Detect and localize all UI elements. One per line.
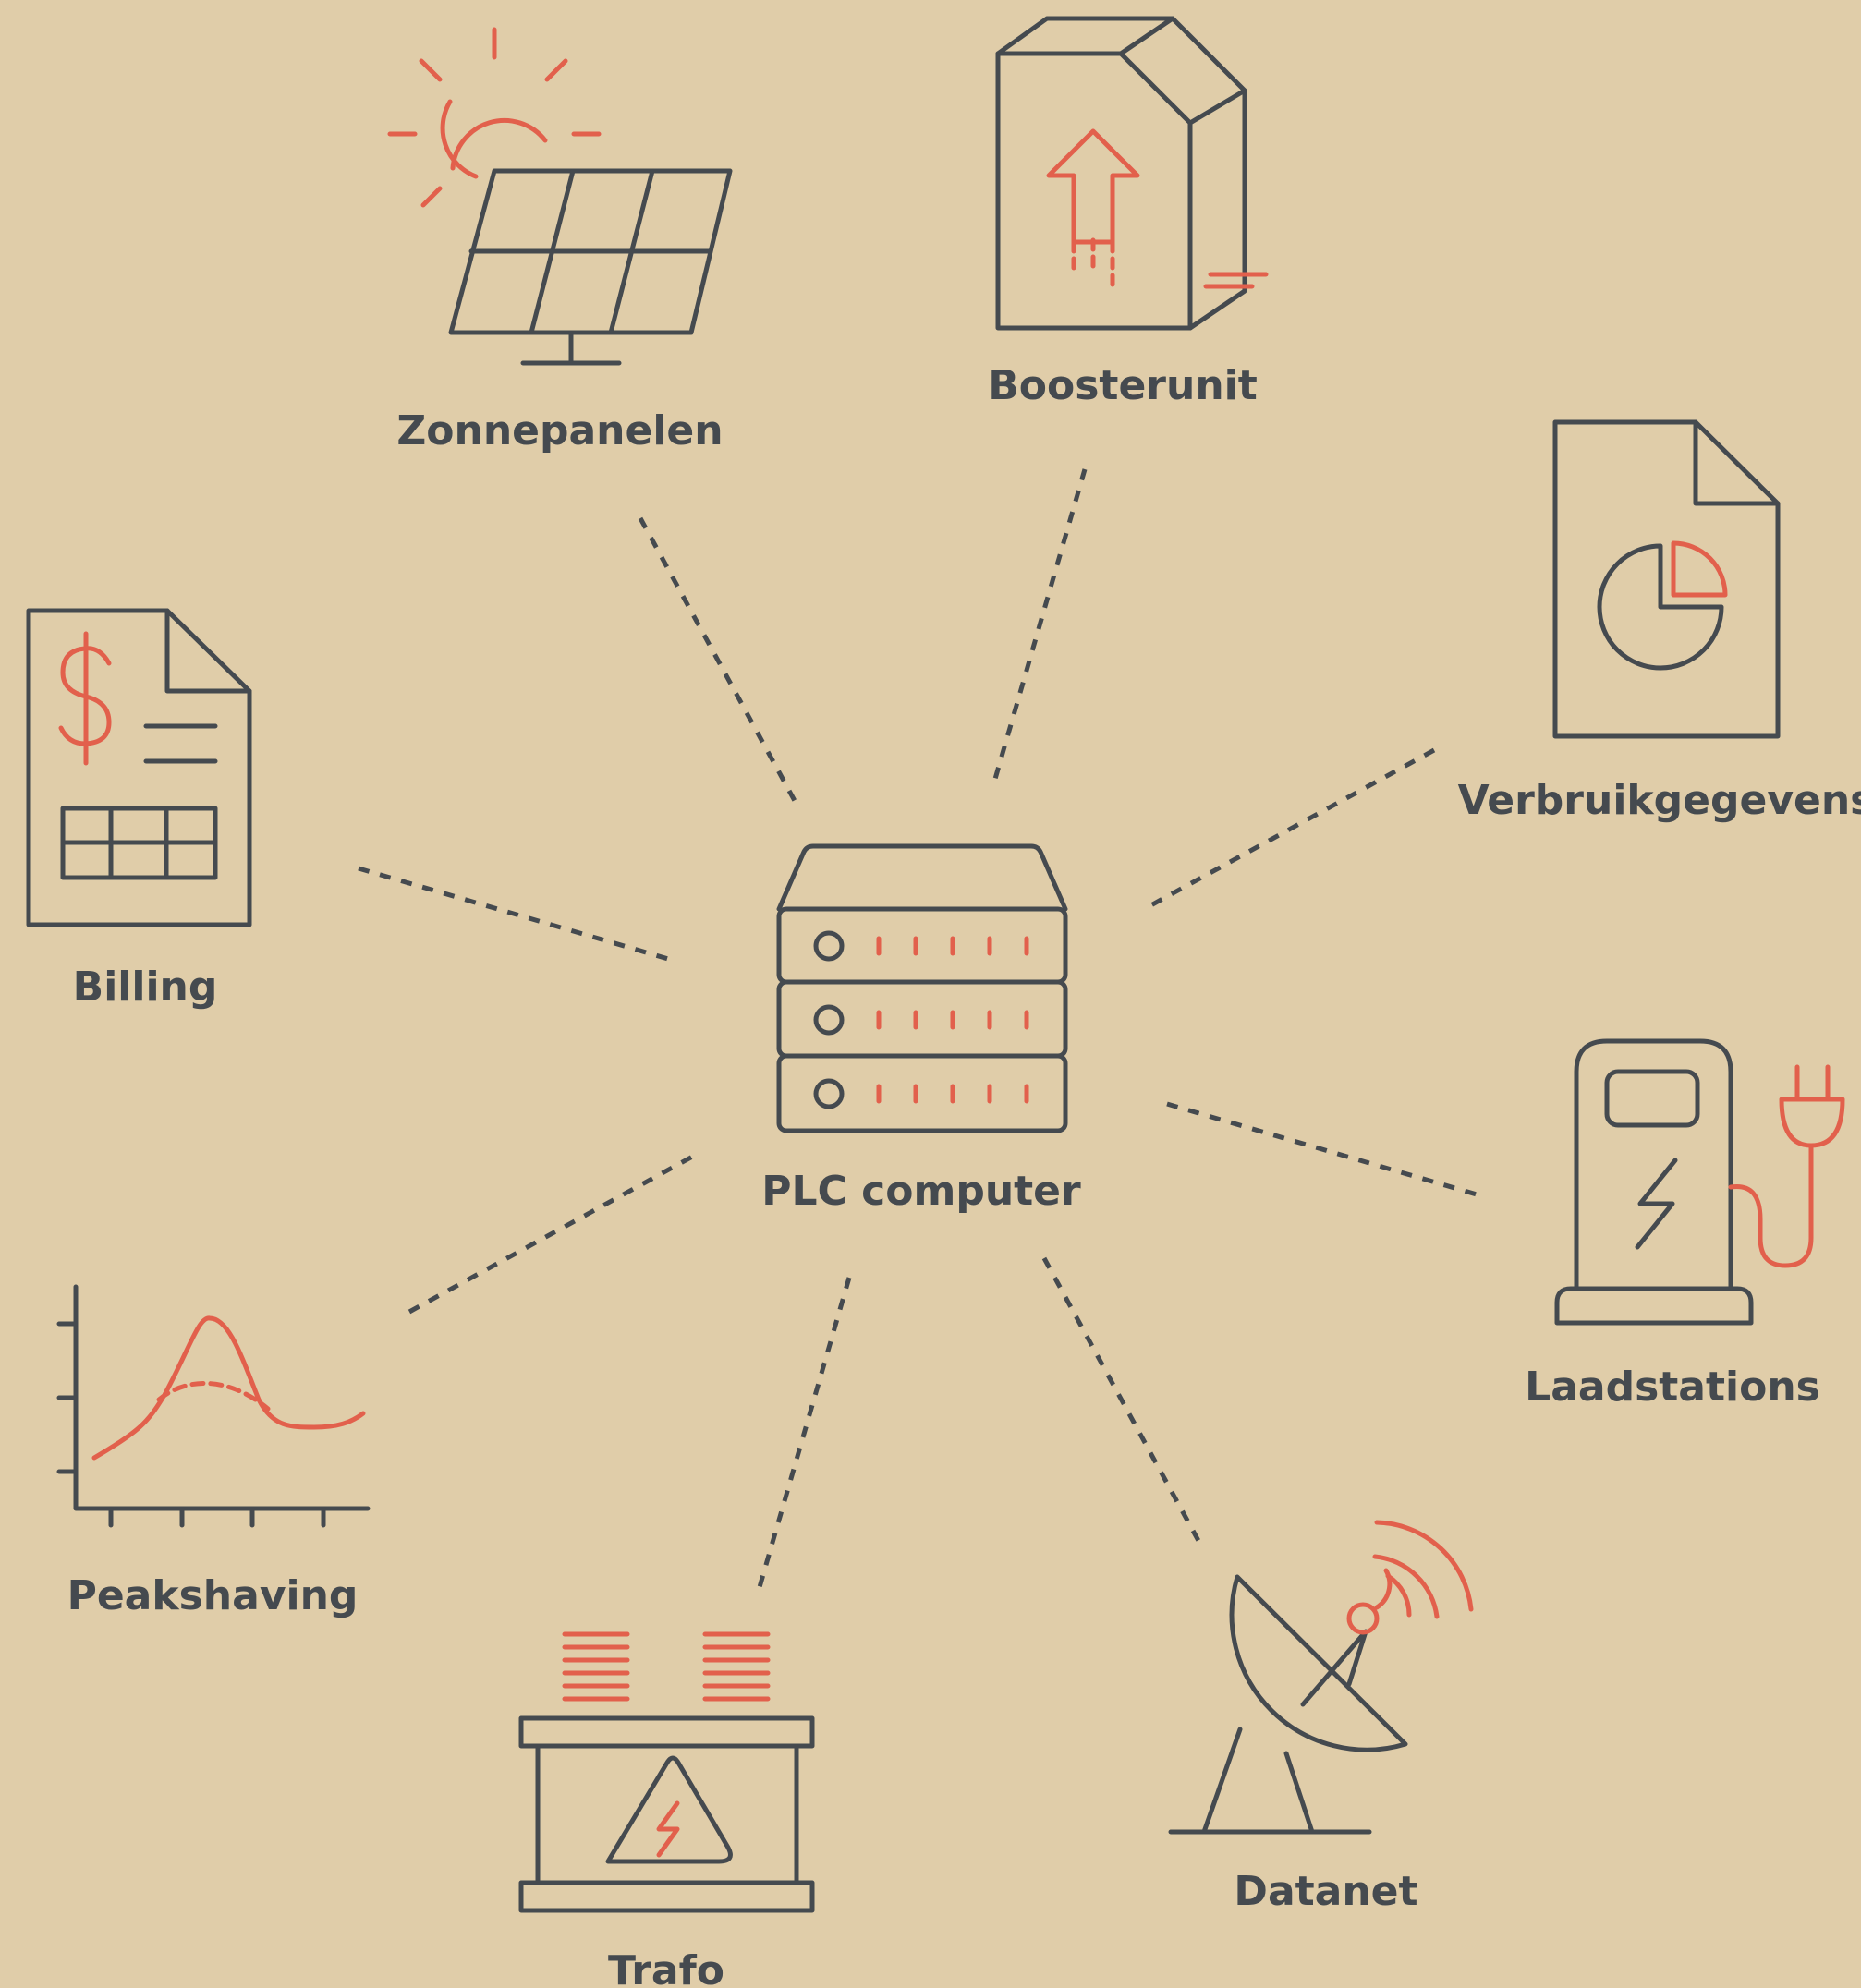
- peakshaving-label: Peakshaving: [67, 1572, 359, 1619]
- plc-computer-label: PLC computer: [761, 1168, 1081, 1215]
- trafo-node: Trafo: [518, 1631, 815, 1988]
- connectors: [358, 468, 1484, 1594]
- zonnepanelen-label: Zonnepanelen: [396, 407, 723, 455]
- zonnepanelen-node: Zonnepanelen: [387, 27, 733, 455]
- billing-node: Billing: [26, 608, 252, 1011]
- document-pie-chart-icon: [1552, 419, 1781, 739]
- datanet-node: Datanet: [1168, 1520, 1474, 1915]
- connector-peakshaving: [407, 1152, 698, 1315]
- satellite-dish-icon: [1168, 1520, 1474, 1835]
- invoice-dollar-icon: [26, 608, 252, 927]
- peakshaving-node: Peakshaving: [56, 1284, 371, 1619]
- peak-curve-chart-icon: [56, 1284, 371, 1528]
- solar-panel-icon: [387, 27, 733, 366]
- boosterunit-node: Boosterunit: [988, 16, 1269, 409]
- booster-unit-icon: [995, 16, 1269, 331]
- laadstations-node: Laadstations: [1525, 1038, 1845, 1411]
- charging-station-icon: [1554, 1038, 1845, 1326]
- trafo-label: Trafo: [608, 1947, 724, 1988]
- boosterunit-label: Boosterunit: [988, 362, 1258, 409]
- connector-boosterunit: [991, 468, 1088, 786]
- connector-verbruikgegevens: [1144, 747, 1436, 911]
- verbruikgegevens-node: Verbruikgegevens: [1458, 419, 1861, 824]
- connector-laadstations: [1166, 1101, 1484, 1199]
- connector-billing: [358, 866, 675, 964]
- datanet-label: Datanet: [1234, 1868, 1417, 1915]
- connector-datanet: [1041, 1256, 1206, 1551]
- laadstations-label: Laadstations: [1525, 1364, 1820, 1411]
- plc-computer-node: PLC computer: [761, 843, 1081, 1215]
- verbruikgegevens-label: Verbruikgegevens: [1458, 777, 1861, 824]
- server-rack-icon: [776, 843, 1068, 1133]
- billing-label: Billing: [73, 964, 218, 1011]
- transformer-icon: [518, 1631, 815, 1913]
- connector-trafo: [755, 1277, 852, 1594]
- connector-zonnepanelen: [638, 516, 802, 811]
